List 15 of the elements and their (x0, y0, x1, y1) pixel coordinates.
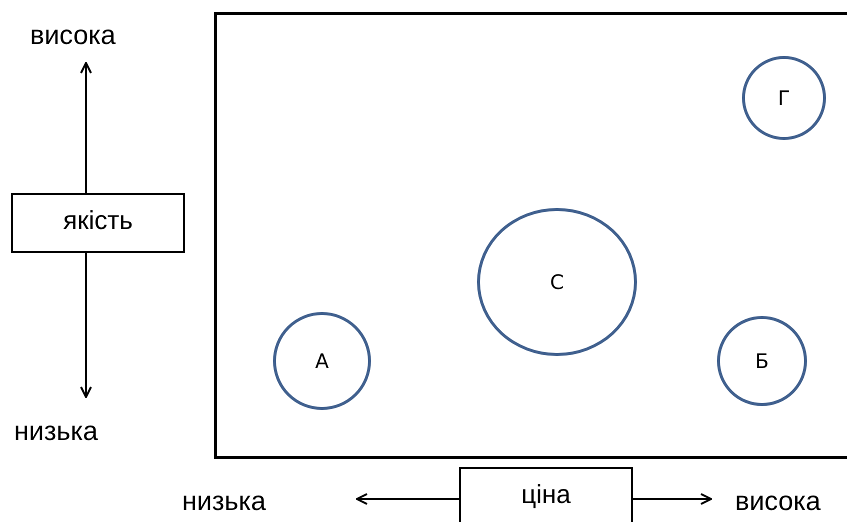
arrow (80, 253, 92, 398)
arrow (80, 62, 92, 193)
circle-node: Б (717, 316, 807, 406)
circle-node: А (273, 312, 371, 410)
arrow (356, 493, 459, 505)
circle-node: Г (742, 56, 826, 140)
axis-end-label: висока (735, 488, 821, 515)
circle-node: С (477, 208, 637, 356)
axis-label-box: ціна (459, 467, 633, 522)
arrow (633, 493, 712, 505)
axis-end-label: низька (182, 488, 266, 515)
chart-frame (214, 12, 847, 459)
axis-end-label: висока (30, 22, 116, 49)
axis-label-box: якість (11, 193, 185, 253)
axis-end-label: низька (14, 418, 98, 445)
